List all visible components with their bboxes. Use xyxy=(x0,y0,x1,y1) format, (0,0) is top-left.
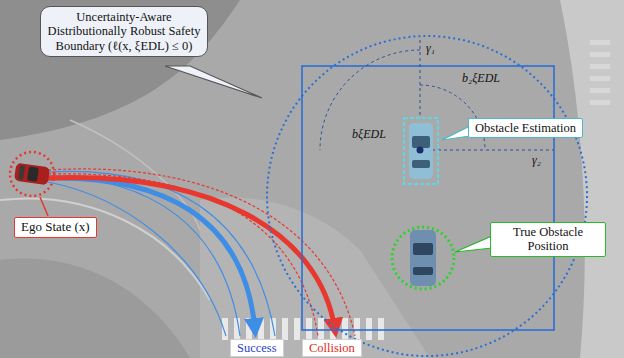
crosswalk xyxy=(222,318,384,340)
ego-circle xyxy=(10,152,54,196)
estimate-box xyxy=(404,118,438,184)
node-text: Uncertainty-Aware Distributionally Robus… xyxy=(47,10,201,53)
crosswalk xyxy=(590,40,610,105)
node-text: Ego State (x) xyxy=(21,220,90,235)
callout-tail xyxy=(455,236,492,252)
sidewalk xyxy=(560,0,624,358)
true-obstacle-circle xyxy=(392,227,454,289)
node-text: Collision xyxy=(309,341,355,355)
collision-box: Collision xyxy=(302,339,362,357)
success-box: Success xyxy=(230,339,284,357)
node-text: Obstacle Estimation xyxy=(475,121,576,135)
axis-label: γ₁ xyxy=(426,42,435,54)
ego-car xyxy=(14,163,50,186)
candidate-trajectories xyxy=(48,169,355,336)
ego-leader xyxy=(40,197,48,216)
callout-tail xyxy=(165,66,262,98)
bound-label: b₂ξEDL xyxy=(462,72,500,84)
safety-square xyxy=(302,66,554,330)
estimated-car xyxy=(409,123,433,179)
callout-bubble: Uncertainty-Aware Distributionally Robus… xyxy=(40,6,208,57)
true-obstacle-box: True Obstacle Position xyxy=(490,222,606,257)
axis-gamma1 xyxy=(420,40,421,118)
node-text: Success xyxy=(237,341,277,355)
estimate-center xyxy=(417,147,424,154)
collision-trajectory xyxy=(48,178,335,330)
success-trajectory xyxy=(48,178,255,330)
node-text: True Obstacle Position xyxy=(497,225,599,254)
block-area xyxy=(0,0,240,140)
axis-gamma2 xyxy=(420,150,554,151)
curb xyxy=(0,198,210,300)
ego-state-box: Ego State (x) xyxy=(14,217,97,238)
safety-circle xyxy=(267,36,587,356)
true-obstacle-car xyxy=(410,230,436,286)
axis-label: γ₂ xyxy=(532,154,541,166)
bound-label: bξEDL xyxy=(352,128,386,140)
callout-tail xyxy=(442,126,470,140)
curb xyxy=(70,120,200,230)
obstacle-estimation-box: Obstacle Estimation xyxy=(468,118,583,138)
block-area xyxy=(0,258,190,358)
